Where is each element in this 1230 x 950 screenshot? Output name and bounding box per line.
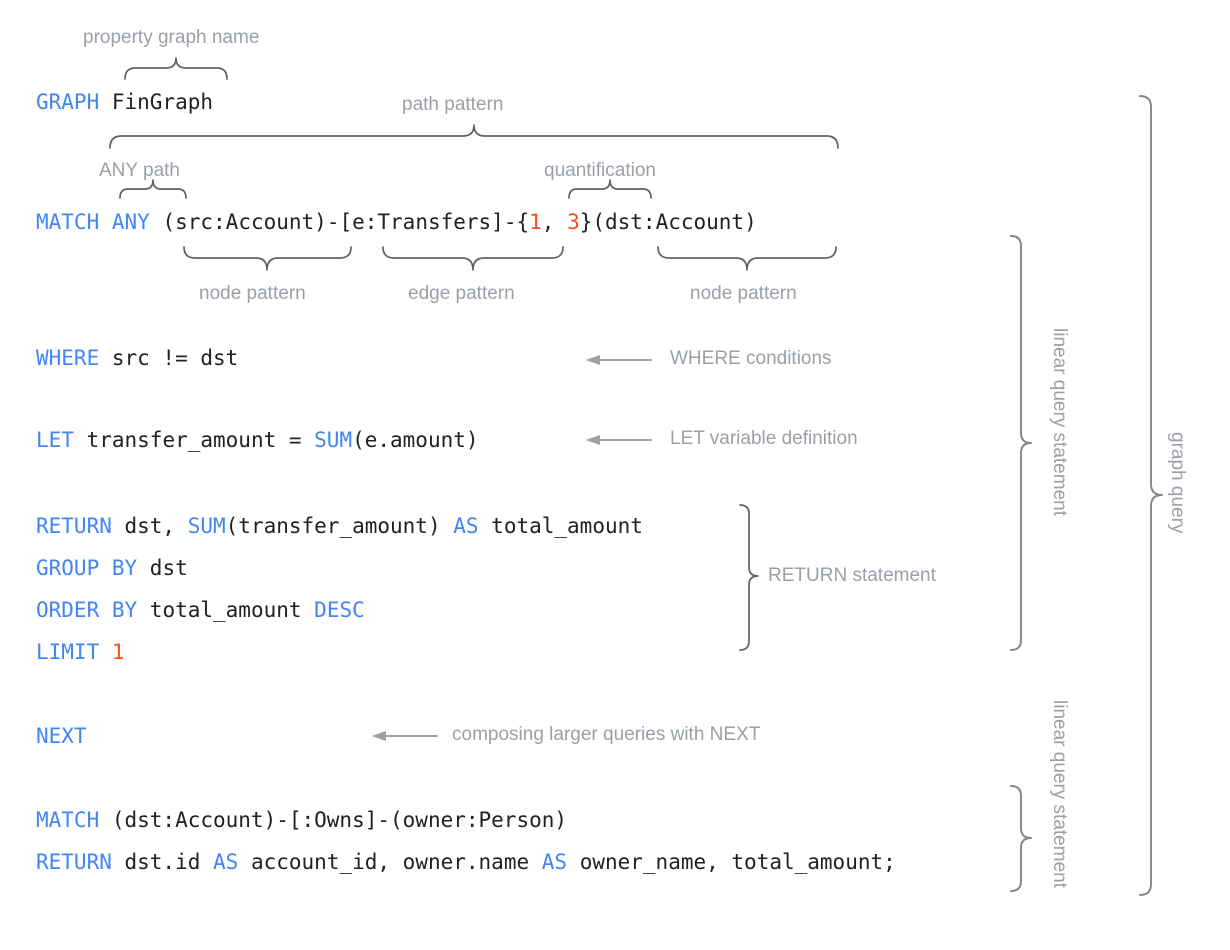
code-token: src != dst <box>99 346 239 370</box>
code-token: transfer_amount = <box>73 428 315 452</box>
code-token: DESC <box>314 598 365 622</box>
label-composing-next: composing larger queries with NEXT <box>452 724 761 745</box>
code-token: GROUP BY <box>36 556 138 580</box>
label-node-pattern-src: node pattern <box>199 283 306 304</box>
arrow-where-conditions <box>586 355 653 365</box>
code-token: RETURN <box>36 850 112 874</box>
code-line-group-by: GROUP BY dst <box>36 554 188 582</box>
code-token: total_amount <box>137 598 315 622</box>
code-token: ANY <box>111 210 150 234</box>
code-token: ORDER BY <box>36 598 138 622</box>
label-property-graph-name: property graph name <box>83 27 260 48</box>
code-line-graph: GRAPH FinGraph <box>36 88 213 116</box>
label-return-statement: RETURN statement <box>768 565 936 586</box>
brace-graph-query <box>1139 95 1163 896</box>
label-node-pattern-dst: node pattern <box>690 283 797 304</box>
code-token: , <box>541 210 568 234</box>
code-line-let: LET transfer_amount = SUM(e.amount) <box>36 426 479 454</box>
code-token: account_id, owner.name <box>238 850 542 874</box>
code-token: total_amount <box>478 514 643 538</box>
brace-linear-query-statement-1 <box>1010 235 1032 651</box>
code-token: AS <box>453 514 479 538</box>
brace-linear-query-statement-2 <box>1010 785 1032 892</box>
code-token: MATCH <box>36 808 100 832</box>
code-token: FinGraph <box>99 90 214 114</box>
label-any-path: ANY path <box>99 160 180 181</box>
code-token: NEXT <box>36 724 87 748</box>
code-line-order-by: ORDER BY total_amount DESC <box>36 596 365 624</box>
label-where-conditions: WHERE conditions <box>670 348 832 369</box>
brace-path-pattern <box>109 124 839 149</box>
brace-return-statement <box>739 504 759 651</box>
code-token: LIMIT <box>36 640 100 664</box>
label-path-pattern: path pattern <box>402 94 504 115</box>
code-token: SUM <box>187 514 226 538</box>
code-token: owner_name, total_amount; <box>567 850 896 874</box>
label-let-variable-definition: LET variable definition <box>670 428 858 449</box>
code-token: AS <box>213 850 239 874</box>
code-token: RETURN <box>36 514 112 538</box>
brace-quantification <box>568 179 652 199</box>
code-token: 1 <box>111 640 125 664</box>
code-line-match: MATCH ANY (src:Account)-[e:Transfers]-{1… <box>36 208 757 236</box>
code-token: 3 <box>567 210 580 234</box>
code-token: (transfer_amount) <box>225 514 454 538</box>
code-token: LET <box>36 428 74 452</box>
code-token: (src:Account)-[e:Transfers]-{ <box>149 210 530 234</box>
code-token: AS <box>541 850 568 874</box>
code-line-match-2: MATCH (dst:Account)-[:Owns]-(owner:Perso… <box>36 806 567 834</box>
code-token: GRAPH <box>36 90 100 114</box>
code-token: (e.amount) <box>352 428 479 452</box>
code-line-limit: LIMIT 1 <box>36 638 125 666</box>
brace-property-graph-name <box>124 57 228 80</box>
brace-node-pattern-src <box>183 246 352 271</box>
code-line-return-2: RETURN dst.id AS account_id, owner.name … <box>36 848 896 876</box>
arrow-composing-next <box>372 731 439 741</box>
brace-node-pattern-dst <box>657 246 837 271</box>
code-token: dst, <box>111 514 188 538</box>
label-quantification: quantification <box>544 160 656 181</box>
arrow-let-variable-definition <box>586 435 653 445</box>
code-token: WHERE <box>36 346 100 370</box>
code-line-next: NEXT <box>36 722 87 750</box>
code-token: }(dst:Account) <box>579 210 757 234</box>
code-token: (dst:Account)-[:Owns]-(owner:Person) <box>99 808 568 832</box>
code-token: 1 <box>529 210 542 234</box>
code-token: dst.id <box>111 850 214 874</box>
brace-any-path <box>119 179 187 199</box>
brace-edge-pattern <box>382 246 564 271</box>
code-token: MATCH <box>36 210 100 234</box>
code-line-where: WHERE src != dst <box>36 344 238 372</box>
code-line-return: RETURN dst, SUM(transfer_amount) AS tota… <box>36 512 643 540</box>
code-token: dst <box>137 556 188 580</box>
code-token: SUM <box>314 428 353 452</box>
label-edge-pattern: edge pattern <box>408 283 515 304</box>
